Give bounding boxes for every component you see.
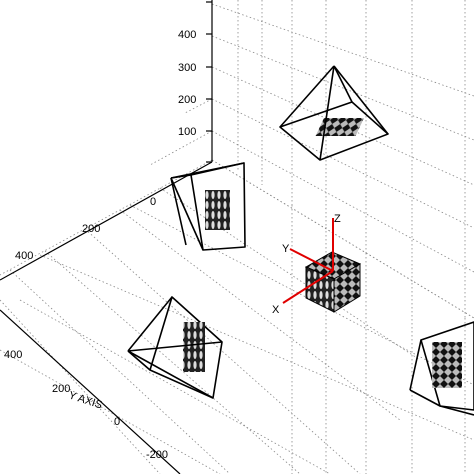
x-tick-label: 400 [15,250,33,262]
z-tick-label: 100 [178,126,196,138]
frame-label-x: X [272,304,280,316]
z-tick-label: 200 [178,94,196,106]
y-tick-label: -200 [146,449,168,461]
x-axis-ticks: 200 400 [15,223,100,262]
z-axis-ticks: 400 300 200 100 0 [150,1,212,208]
z-tick-label: 0 [150,196,156,208]
y-axis-label: Y AXIS [67,389,104,411]
frame-label-z: Z [334,213,341,225]
z-tick-label: 300 [178,62,196,74]
frame-label-y: Y [282,243,290,255]
z-tick-label: 400 [178,29,196,41]
y-tick-label: 0 [114,416,120,428]
camera-frustum-left [170,162,246,251]
camera-frustum-right [409,321,474,416]
calibration-cube [304,251,362,313]
world-frame-axes: Z Y X [272,213,341,316]
camera-pyramid-bottom-left [127,296,223,399]
x-tick-label: 200 [82,223,100,235]
y-tick-label: 200 [52,383,70,395]
axis-box [0,0,213,474]
y-tick-label: 400 [4,349,22,361]
camera-pyramid-top [279,65,389,161]
